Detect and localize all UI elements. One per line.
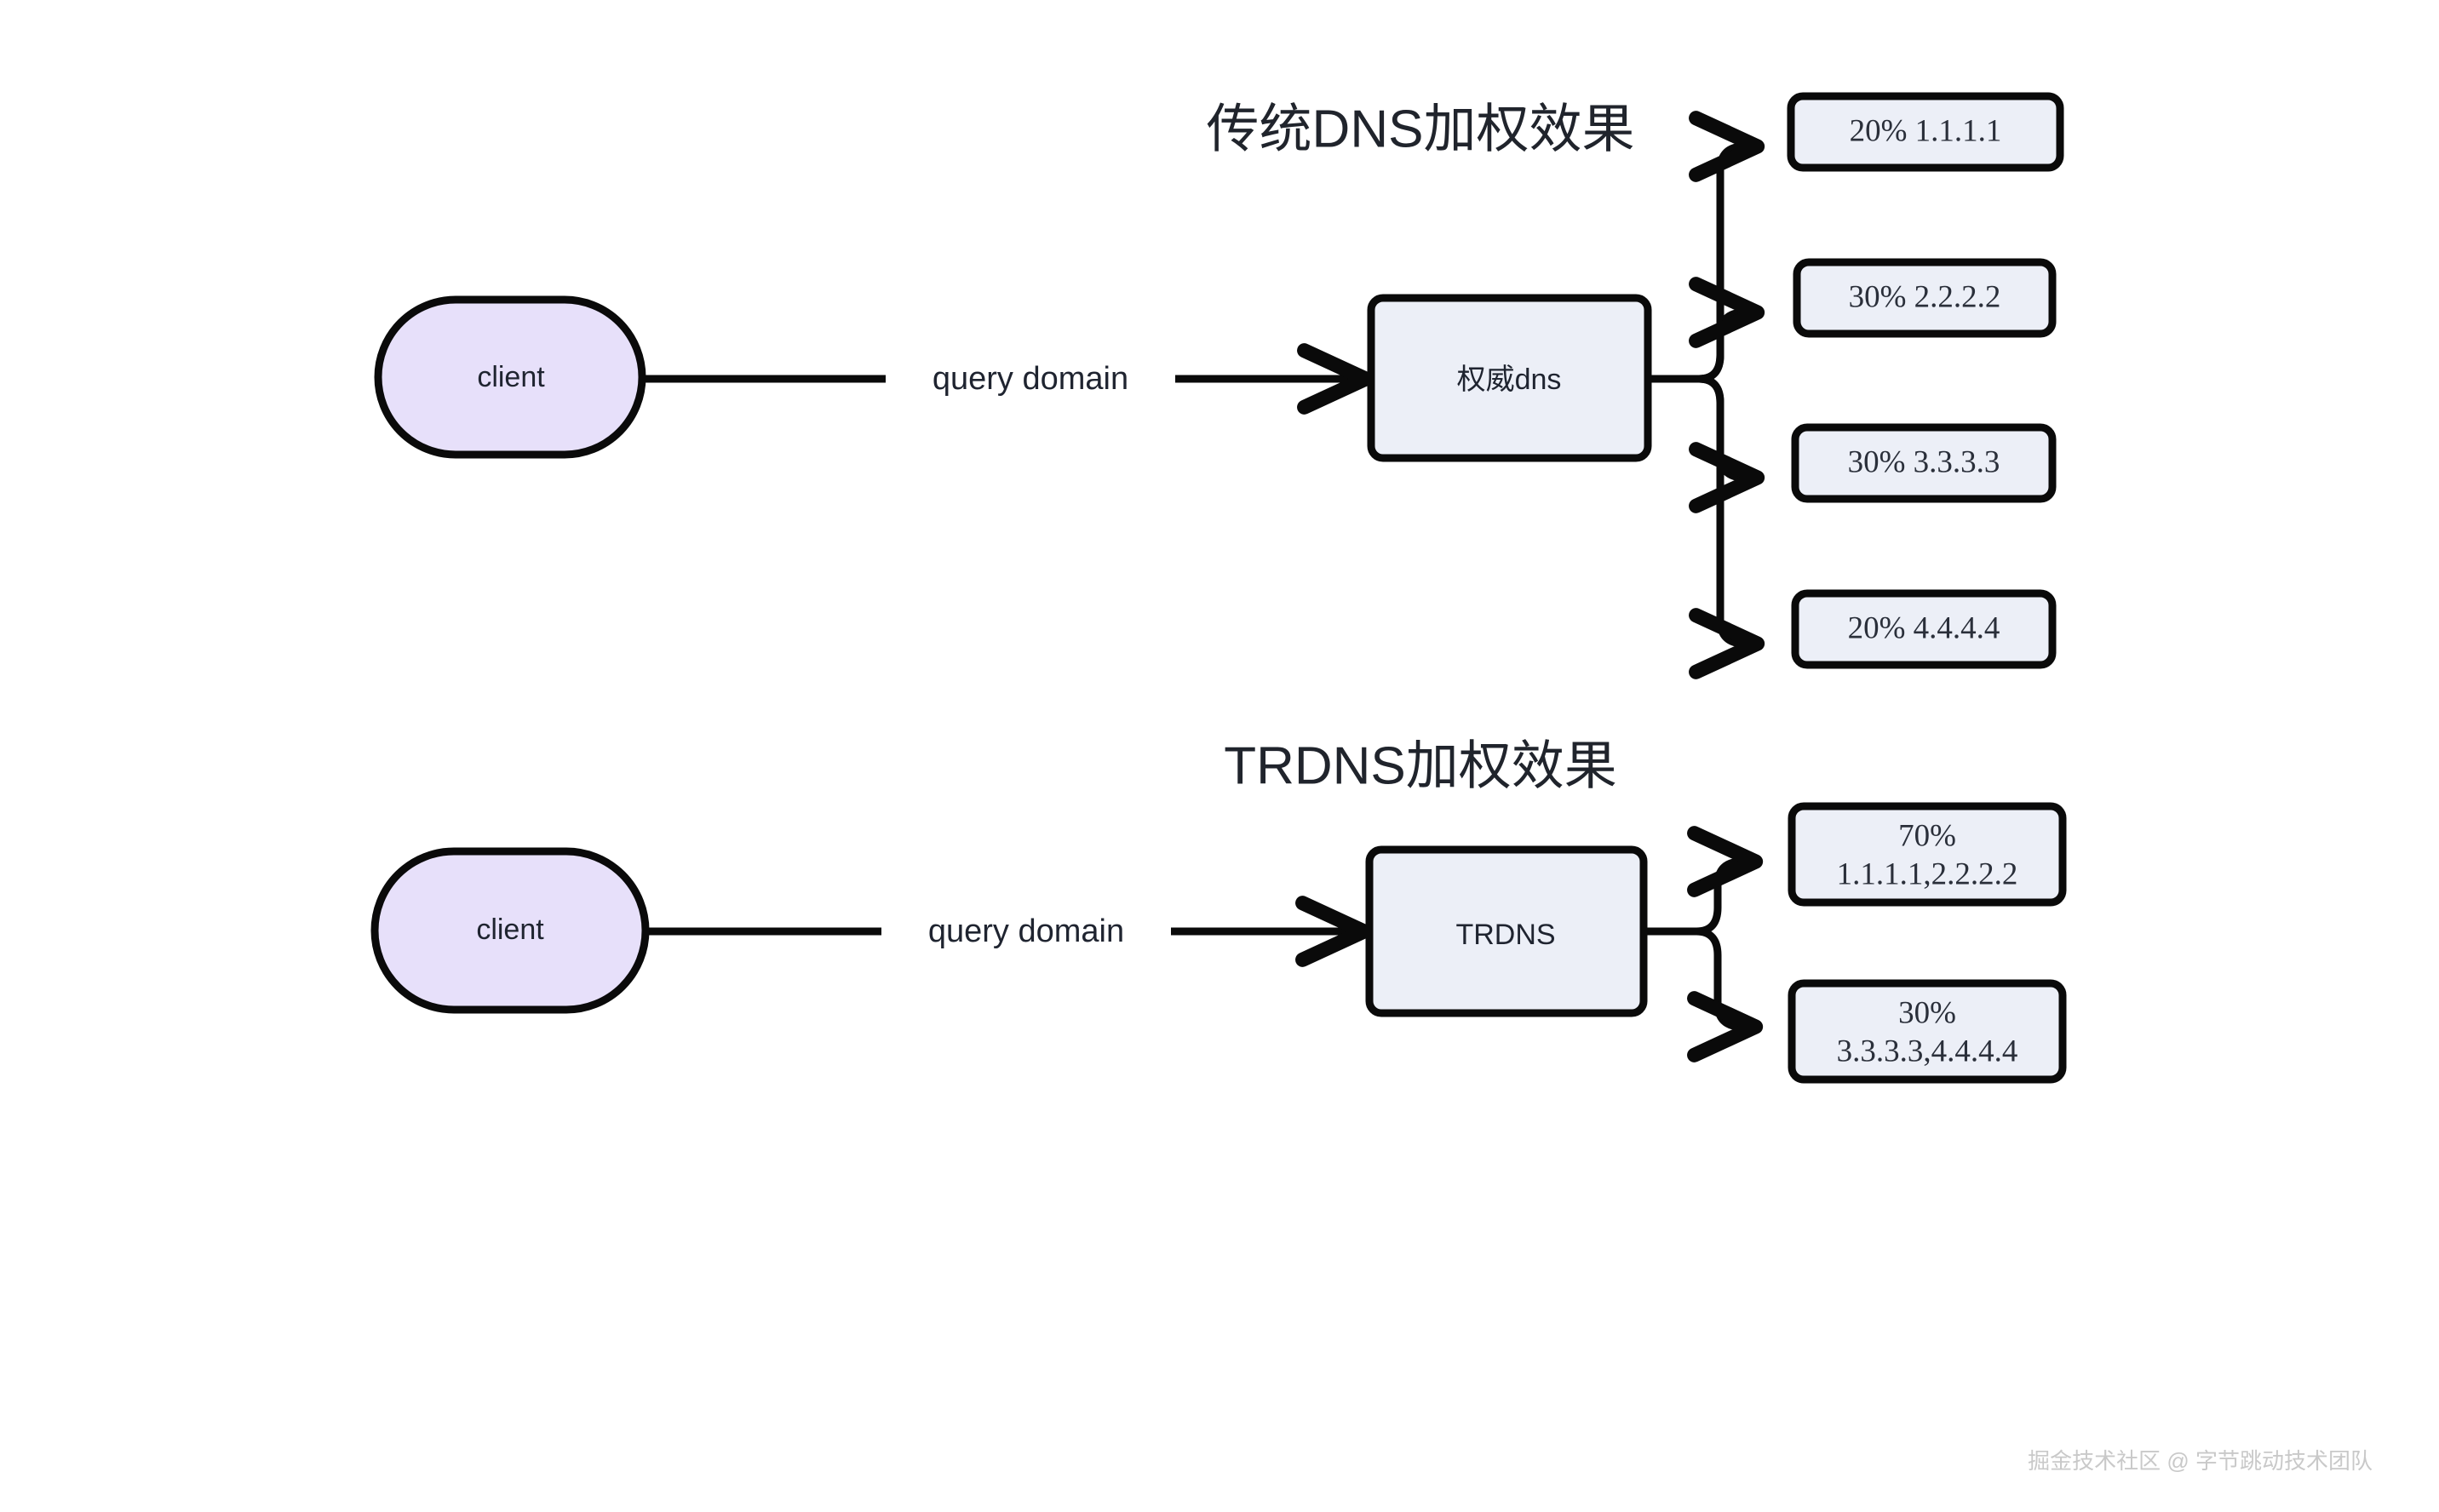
result-box-4[interactable]: 20% 4.4.4.4 bbox=[1791, 589, 2057, 669]
branch-arrow-4 bbox=[1689, 375, 1765, 679]
edge-label-query-domain: query domain bbox=[933, 361, 1128, 397]
edge-query-domain-trdns: query domain bbox=[649, 896, 1372, 967]
watermark-text: 掘金技术社区 @ 字节跳动技术团队 bbox=[2028, 1448, 2373, 1474]
result-box-trdns-1[interactable]: 70% 1.1.1.1,2.2.2.2 bbox=[1788, 802, 2067, 907]
section-title-trdns: TRDNS加权效果 bbox=[1224, 736, 1617, 795]
server-label: TRDNS bbox=[1455, 919, 1555, 951]
result-box-shape bbox=[1791, 423, 2057, 503]
client-node-traditional[interactable]: client bbox=[374, 295, 646, 459]
result-box-label: 30% 3.3.3.3 bbox=[1848, 444, 2000, 479]
server-label: 权威dns bbox=[1457, 364, 1562, 396]
branch-connector-trdns bbox=[1644, 826, 1764, 1062]
client-label: client bbox=[476, 914, 544, 946]
section-title-traditional: 传统DNS加权效果 bbox=[1207, 100, 1635, 158]
branch-arrow-2 bbox=[1687, 927, 1764, 1062]
result-box-2[interactable]: 30% 2.2.2.2 bbox=[1793, 258, 2057, 338]
branch-arrow-1 bbox=[1687, 826, 1764, 936]
server-node-trdns[interactable]: TRDNS bbox=[1365, 845, 1648, 1017]
edge-query-domain-traditional: query domain bbox=[646, 343, 1374, 415]
client-shape bbox=[370, 847, 650, 1014]
result-box-label-line2: 1.1.1.1,2.2.2.2 bbox=[1837, 856, 2018, 891]
section-trdns: TRDNS加权效果 client query domain TRDNS bbox=[370, 736, 2067, 1084]
section-traditional-dns: 传统DNS加权效果 client query domain 权威dns bbox=[374, 92, 2064, 679]
result-box-3[interactable]: 30% 3.3.3.3 bbox=[1791, 423, 2057, 503]
client-node-trdns[interactable]: client bbox=[370, 847, 650, 1014]
client-label: client bbox=[477, 361, 545, 393]
result-box-label-line1: 70% bbox=[1898, 818, 1956, 853]
branch-arrow-3 bbox=[1689, 375, 1765, 513]
result-box-trdns-2[interactable]: 30% 3.3.3.3,4.4.4.4 bbox=[1788, 979, 2067, 1084]
result-box-shape bbox=[1793, 258, 2057, 338]
result-box-1[interactable]: 20% 1.1.1.1 bbox=[1787, 92, 2064, 172]
result-box-label: 20% 1.1.1.1 bbox=[1850, 113, 2002, 148]
result-box-shape bbox=[1791, 589, 2057, 669]
result-box-label: 30% 2.2.2.2 bbox=[1849, 279, 2001, 314]
branch-connector-traditional bbox=[1648, 111, 1765, 679]
branch-arrow-2 bbox=[1689, 277, 1765, 383]
result-box-label: 20% 4.4.4.4 bbox=[1848, 610, 2000, 645]
result-box-shape bbox=[1788, 802, 2067, 907]
edge-label-query-domain: query domain bbox=[928, 914, 1124, 949]
server-node-traditional[interactable]: 权威dns bbox=[1367, 294, 1652, 462]
result-box-label-line1: 30% bbox=[1898, 995, 1956, 1030]
result-box-shape bbox=[1787, 92, 2064, 172]
result-box-shape bbox=[1788, 979, 2067, 1084]
branch-arrow-1 bbox=[1689, 111, 1765, 383]
result-box-label-line2: 3.3.3.3,4.4.4.4 bbox=[1837, 1034, 2018, 1068]
client-shape bbox=[374, 295, 646, 459]
